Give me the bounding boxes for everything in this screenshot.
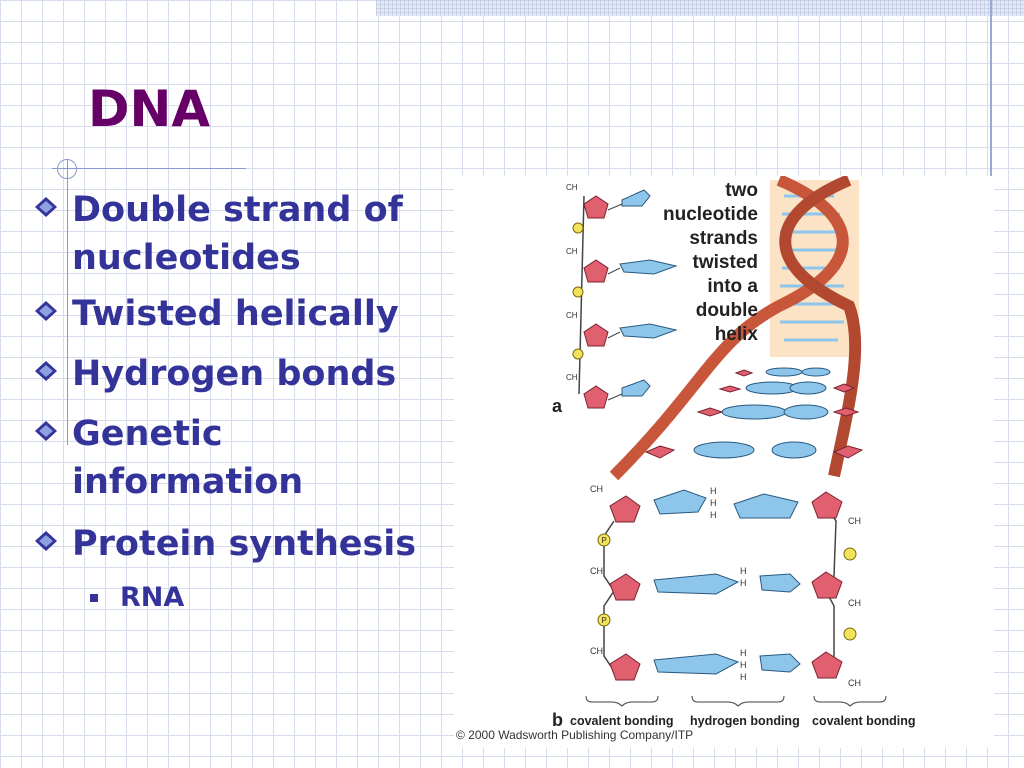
single-strand: CH CH CH CH: [566, 183, 678, 409]
title-underline: [52, 168, 246, 169]
bullet-item: Genetic information: [34, 410, 303, 506]
svg-text:H: H: [740, 566, 747, 576]
svg-text:CH: CH: [566, 247, 578, 256]
bullet-text: nucleotides: [72, 238, 301, 278]
sub-bullet-item: RNA: [90, 582, 184, 613]
svg-text:H: H: [710, 486, 717, 496]
svg-text:H: H: [740, 578, 747, 588]
svg-text:H: H: [710, 510, 717, 520]
dna-diagram: two nucleotide strands twisted into a do…: [456, 174, 915, 742]
bullet-item: Double strand of nucleotides: [34, 186, 403, 282]
bullet-text: Double strand of: [72, 190, 403, 230]
svg-text:H: H: [740, 672, 747, 682]
diamond-bullet-icon: [35, 197, 57, 217]
svg-text:CH: CH: [566, 183, 578, 192]
panel-label-a: a: [552, 396, 563, 416]
left-accent-line: [67, 160, 68, 445]
svg-text:CH: CH: [566, 311, 578, 320]
perspective-pairs: [644, 367, 864, 459]
svg-text:H: H: [740, 648, 747, 658]
svg-text:CH: CH: [590, 484, 603, 494]
bullet-item: Protein synthesis: [34, 520, 416, 568]
caption-line: double: [696, 300, 758, 321]
svg-text:P: P: [601, 616, 606, 625]
diamond-bullet-icon: [35, 421, 57, 441]
helix-strand-1: [609, 174, 849, 481]
bond-label-left: covalent bonding: [570, 714, 673, 728]
svg-text:CH: CH: [848, 678, 861, 688]
caption-line: two: [725, 180, 758, 201]
svg-text:CH: CH: [590, 566, 603, 576]
diamond-bullet-icon: [35, 361, 57, 381]
bullet-text: Genetic: [72, 414, 223, 454]
caption-line: into a: [707, 276, 758, 297]
copyright-text: © 2000 Wadsworth Publishing Company/ITP: [456, 728, 693, 742]
diamond-bullet-icon: [35, 531, 57, 551]
svg-text:H: H: [710, 498, 717, 508]
bullet-item: Hydrogen bonds: [34, 350, 396, 398]
dna-figure: two nucleotide strands twisted into a do…: [454, 174, 994, 748]
svg-text:P: P: [601, 536, 606, 545]
bond-label-middle: hydrogen bonding: [690, 714, 800, 728]
bullet-item: Twisted helically: [34, 290, 399, 338]
bond-label-right: covalent bonding: [812, 714, 915, 728]
caption-line: twisted: [693, 252, 758, 273]
svg-text:CH: CH: [590, 646, 603, 656]
bullet-text: Hydrogen bonds: [72, 354, 397, 394]
right-accent-line: [990, 0, 992, 180]
svg-text:CH: CH: [566, 373, 578, 382]
diamond-bullet-icon: [35, 301, 57, 321]
caption-line: helix: [715, 324, 759, 345]
accent-ring: [57, 159, 77, 179]
sub-bullet-text: RNA: [120, 582, 185, 613]
bullet-text: information: [72, 462, 304, 502]
svg-text:H: H: [740, 660, 747, 670]
top-decorative-bar: [376, 0, 1024, 16]
helix-caption: two nucleotide strands twisted into a do…: [663, 180, 758, 345]
bullet-text: Twisted helically: [72, 294, 399, 334]
svg-text:CH: CH: [848, 516, 861, 526]
square-bullet-icon: [90, 593, 98, 602]
caption-line: nucleotide: [663, 204, 758, 225]
caption-line: strands: [689, 228, 758, 249]
slide-title: DNA: [88, 80, 211, 138]
svg-text:CH: CH: [848, 598, 861, 608]
panel-label-b: b: [552, 710, 563, 730]
double-strand-detail: CH CH CH CH CH CH: [585, 484, 887, 707]
bullet-text: Protein synthesis: [72, 524, 417, 564]
